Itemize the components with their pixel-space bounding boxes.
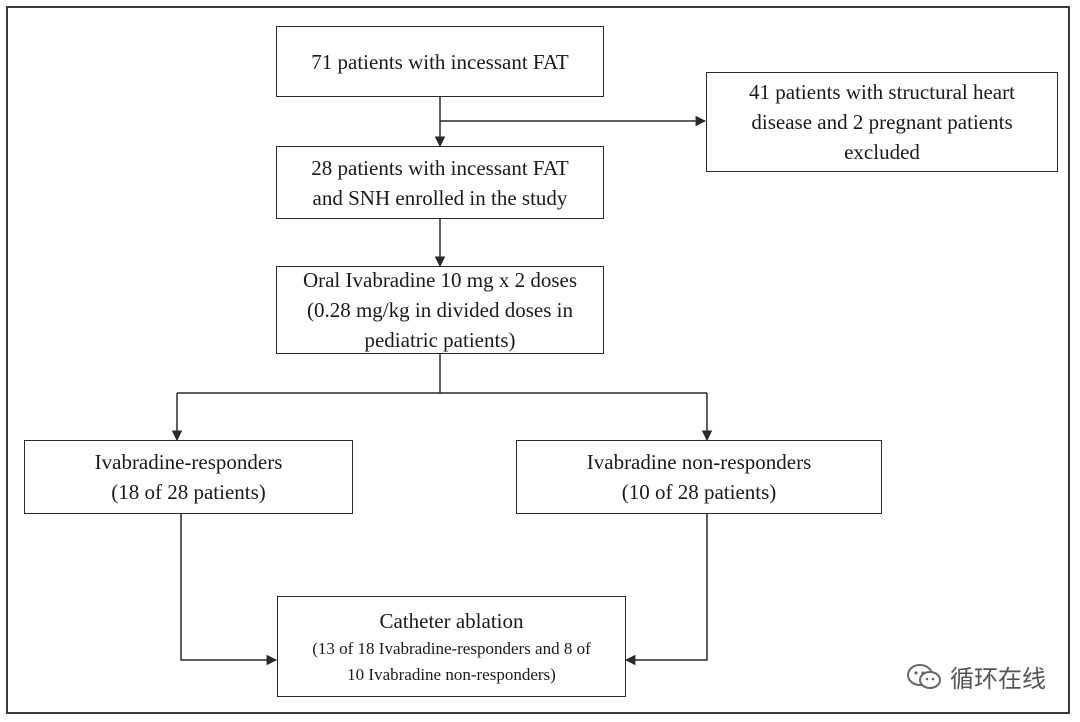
ablation-box: Catheter ablation (13 of 18 Ivabradine-r… — [277, 596, 626, 697]
responders-text: Ivabradine-responders (18 of 28 patients… — [94, 450, 283, 504]
start-text: 71 patients with incessant FAT — [311, 49, 569, 74]
figure-frame — [6, 6, 1070, 714]
watermark-text: 循环在线 — [950, 665, 1046, 693]
ablation-title: Catheter ablation — [379, 608, 524, 633]
wechat-icon — [907, 663, 941, 689]
arrow-responders-to-ablation — [180, 514, 278, 666]
excluded-text: 41 patients with structural heart diseas… — [749, 80, 1015, 164]
enrolled-text: 28 patients with incessant FAT and SNH e… — [311, 155, 569, 210]
enrolled-box: 28 patients with incessant FAT and SNH e… — [276, 146, 604, 219]
nonresponders-text: Ivabradine non-responders (10 of 28 pati… — [586, 450, 812, 504]
arrow-nonresponders-to-ablation — [624, 514, 708, 666]
responders-box: Ivabradine-responders (18 of 28 patients… — [24, 440, 353, 514]
start-box: 71 patients with incessant FAT — [276, 26, 604, 97]
ablation-detail: (13 of 18 Ivabradine-responders and 8 of… — [312, 638, 591, 684]
nonresponders-box: Ivabradine non-responders (10 of 28 pati… — [516, 440, 882, 514]
watermark: 循环在线 — [906, 659, 1046, 694]
excluded-box: 41 patients with structural heart diseas… — [706, 72, 1058, 172]
treatment-text: Oral Ivabradine 10 mg x 2 doses (0.28 mg… — [302, 268, 578, 352]
treatment-box: Oral Ivabradine 10 mg x 2 doses (0.28 mg… — [276, 266, 604, 354]
